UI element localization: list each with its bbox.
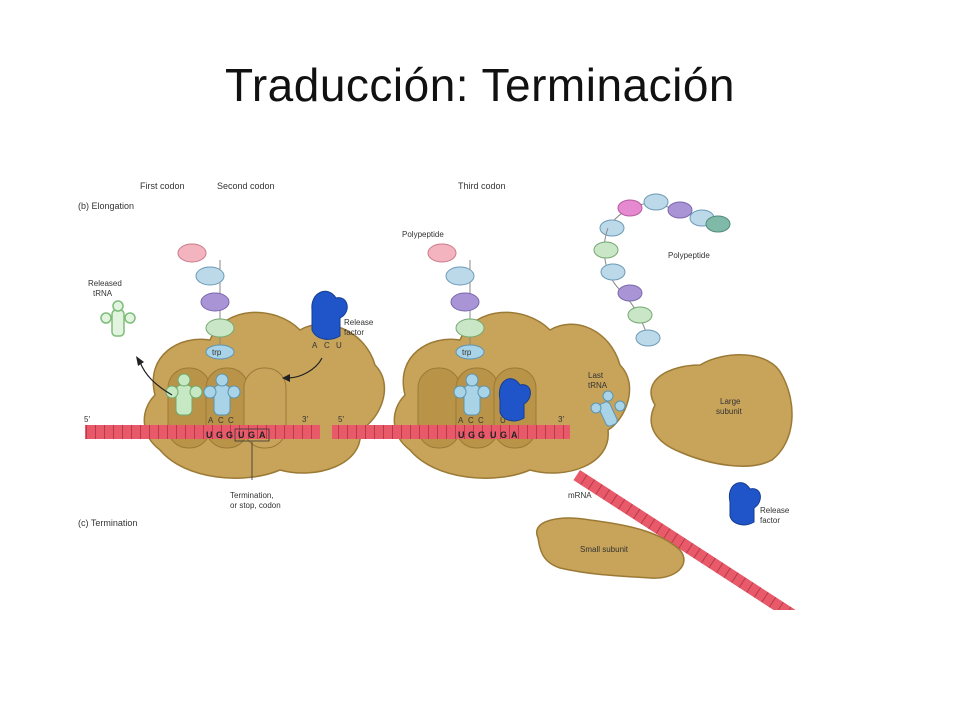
mrna-strand (332, 425, 570, 439)
translation-termination-figure: First codon Second codon Third codon (b)… (60, 180, 840, 623)
release-factor-label: Release (760, 506, 790, 515)
three-prime-label: 3′ (558, 415, 564, 424)
polypeptide-bead (617, 284, 643, 302)
mrna-label: mRNA (568, 491, 592, 500)
released-trna-label: tRNA (93, 289, 113, 298)
trna-e-site (165, 373, 203, 416)
codon-letter: U (206, 430, 213, 440)
polypeptide-bead (445, 266, 475, 286)
codon-letter: G (468, 430, 475, 440)
polypeptide-bead (200, 292, 230, 312)
codon-letter: G (478, 430, 485, 440)
release-factor-label: Release (344, 318, 374, 327)
release-factor-arrow (287, 357, 323, 379)
slide-title: Traducción: Terminación (224, 59, 736, 111)
second-codon-label: Second codon (217, 181, 275, 191)
codon-letter: U (490, 430, 497, 440)
codon-letter: U (458, 430, 465, 440)
polypeptide-bead (627, 306, 653, 324)
polypeptide-bead (600, 263, 626, 281)
release-factor-icon (728, 482, 761, 526)
polypeptide-bead (455, 318, 485, 338)
small-subunit-label: Small subunit (580, 545, 629, 554)
first-codon-label: First codon (140, 181, 185, 191)
polypeptide-bead (635, 329, 661, 347)
small-subunit (535, 517, 685, 579)
dissociated-components: Polypeptide Large subunit Last tRNA mRNA… (535, 193, 800, 623)
released-trna (100, 300, 136, 337)
polypeptide-bead (450, 292, 480, 312)
release-factor-icon (311, 290, 348, 340)
polypeptide-bead (705, 215, 731, 233)
trp-label: trp (212, 348, 222, 357)
codon-letter: G (226, 430, 233, 440)
trp-label: trp (462, 348, 472, 357)
last-trna-label: Last (588, 371, 604, 380)
polypeptide-bead (195, 266, 225, 286)
polypeptide-bead (593, 241, 619, 259)
last-trna-label: tRNA (588, 381, 608, 390)
stop-codon-label: Termination, (230, 491, 274, 500)
release-factor-anticodon: C (324, 341, 330, 350)
trna-p-site (203, 373, 241, 416)
codon-letter: G (248, 430, 255, 440)
anticodon-letter: A (208, 416, 214, 425)
anticodon-letter: C (218, 416, 224, 425)
polypeptide-bead (177, 243, 207, 263)
third-codon-label: Third codon (458, 181, 506, 191)
anticodon-letter: C (478, 416, 484, 425)
codon-letter: G (216, 430, 223, 440)
five-prime-label: 5′ (338, 415, 344, 424)
large-subunit-label: Large (720, 397, 741, 406)
panel-b-label: (b) Elongation (78, 201, 134, 211)
polypeptide-bead (599, 219, 625, 237)
ribosome-termination-panel: 5′ 3′ U G G U G A A C C U trp Polypeptid… (332, 230, 631, 479)
release-arrow (139, 361, 173, 396)
three-prime-label: 3′ (302, 415, 308, 424)
anticodon-letter: A (458, 416, 464, 425)
polypeptide-bead (427, 243, 457, 263)
mrna-strand (573, 470, 800, 623)
five-prime-label: 5′ (84, 415, 90, 424)
ribosome-elongation-panel: 5′ 3′ U G G U G A A C C trp Releas (84, 243, 386, 510)
trna-p-site (453, 373, 491, 416)
released-trna-label: Released (88, 279, 122, 288)
polypeptide-bead (667, 201, 693, 219)
polypeptide-label: Polypeptide (668, 251, 710, 260)
mrna-strand (85, 425, 320, 439)
stop-codon-label: or stop, codon (230, 501, 281, 510)
figure-svg: First codon Second codon Third codon (b)… (78, 181, 800, 623)
release-factor-anticodon: U (336, 341, 342, 350)
polypeptide-label: Polypeptide (402, 230, 444, 239)
release-factor-label: factor (760, 516, 780, 525)
codon-letter: A (259, 430, 266, 440)
anticodon-letter: C (468, 416, 474, 425)
anticodon-letter: C (228, 416, 234, 425)
polypeptide-bead (617, 199, 643, 217)
large-subunit (650, 354, 793, 467)
codon-letter: U (238, 430, 245, 440)
panel-c-label: (c) Termination (78, 518, 137, 528)
anticodon-letter: U (500, 416, 506, 425)
large-subunit-label: subunit (716, 407, 743, 416)
codon-letter: G (500, 430, 507, 440)
polypeptide-bead (205, 318, 235, 338)
release-factor-label: factor (344, 328, 364, 337)
polypeptide-bead (643, 193, 669, 211)
stop-codon-box (234, 428, 270, 442)
release-factor-icon (498, 378, 531, 422)
last-trna (590, 390, 626, 427)
release-factor-anticodon: A (312, 341, 318, 350)
codon-letter: A (511, 430, 518, 440)
